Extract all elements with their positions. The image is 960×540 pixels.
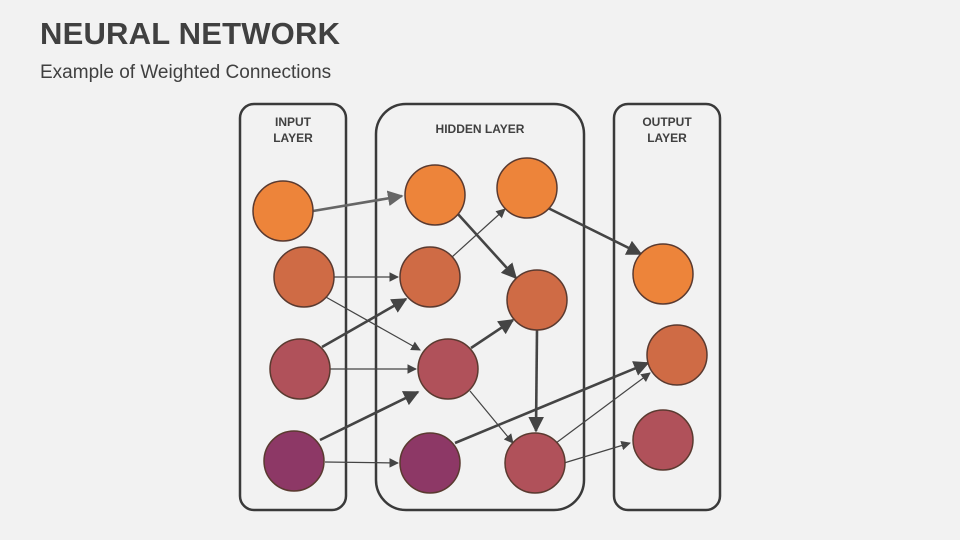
hidden-node-1 [404,164,466,226]
output-layer-label-line1: OUTPUT [642,115,692,129]
slide-title: NEURAL NETWORK [40,16,341,51]
connection [469,390,514,444]
output-layer-box [612,102,722,512]
connection [454,361,650,445]
connection [312,190,404,213]
hidden-node-4 [506,269,568,331]
connection [555,372,651,444]
connection [321,297,408,349]
input-layer-box [238,102,348,512]
hidden-node-7 [504,432,566,494]
input-node-3 [269,338,331,400]
hidden-node-5 [417,338,479,400]
hidden-node-6 [399,432,461,494]
connection [528,329,544,433]
output-node-3 [632,409,694,471]
input-node-2 [273,246,335,308]
hidden-layer-box [374,102,586,512]
input-layer-label-line1: INPUT [275,115,312,129]
connection [451,208,506,258]
connection [547,206,643,256]
hidden-node-3 [399,246,461,308]
input-layer-label-line2: LAYER [273,131,313,145]
connection [323,295,421,351]
output-layer-label-line2: LAYER [647,131,687,145]
output-node-1 [632,243,694,305]
connection [319,390,420,442]
hidden-layer-label: HIDDEN LAYER [436,122,525,136]
input-node-4 [263,430,325,492]
slide-subtitle: Example of Weighted Connections [40,62,332,83]
hidden-node-2 [496,157,558,219]
connection [324,458,399,468]
connection [456,212,518,280]
nodes [252,157,708,494]
output-node-2 [646,324,708,386]
connection [470,318,515,350]
connections [312,190,651,468]
connection [563,440,631,464]
input-node-1 [252,180,314,242]
